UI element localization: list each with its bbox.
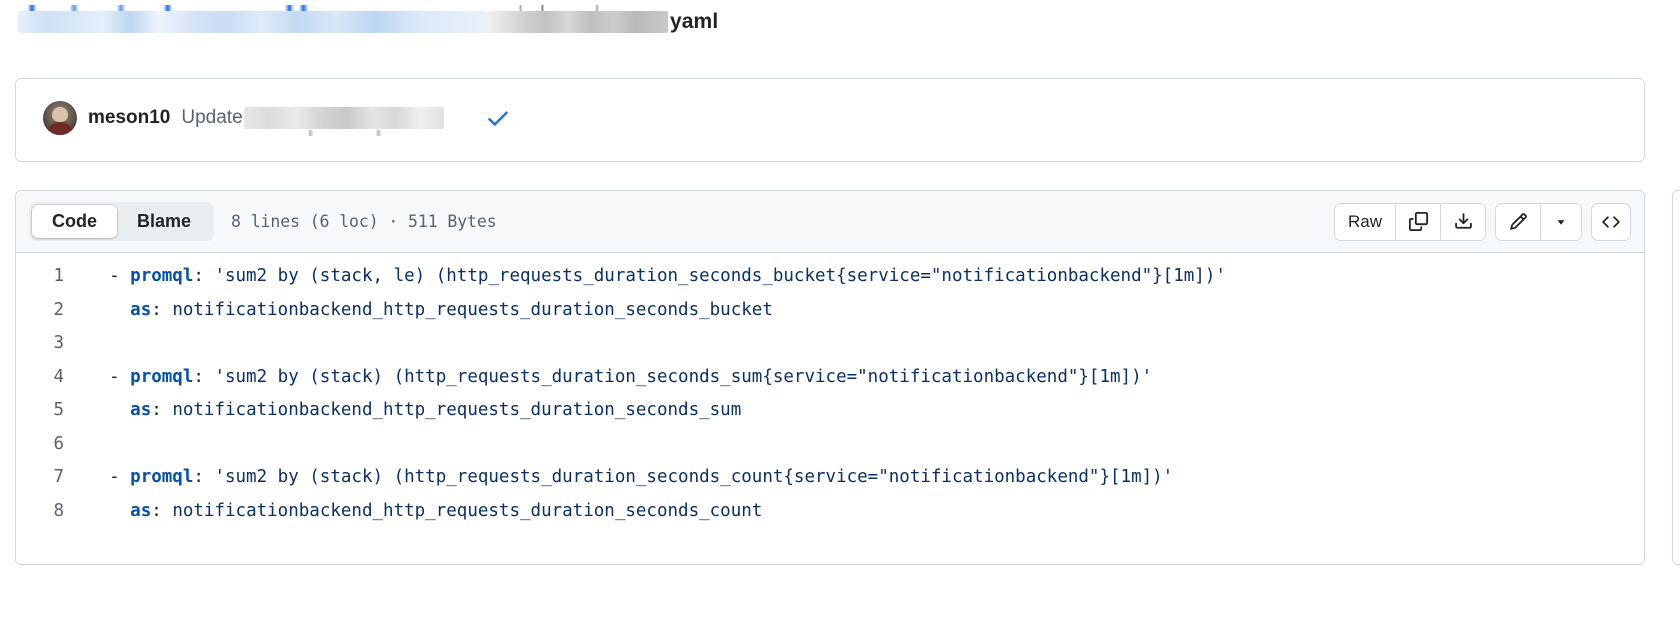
redacted-path-segment: [18, 5, 486, 33]
code-line: 4 - promql: 'sum2 by (stack) (http_reque…: [16, 361, 1644, 395]
file-actions: Raw: [1333, 202, 1631, 241]
token-punct: -: [88, 467, 131, 487]
latest-commit-bar: meson10 Update: [15, 78, 1645, 162]
pencil-icon[interactable]: [1496, 203, 1541, 240]
line-number[interactable]: 1: [53, 266, 64, 286]
token-punct: :: [193, 266, 215, 286]
line-content: as: notificationbackend_http_requests_du…: [88, 394, 741, 428]
token-punct: -: [88, 366, 131, 387]
file-extension-label: yaml: [670, 10, 719, 33]
line-number[interactable]: 8: [53, 500, 64, 521]
code-line: 8 as: notificationbackend_http_requests_…: [16, 495, 1644, 529]
file-meta-info: 8 lines (6 loc) · 511 Bytes: [231, 212, 497, 231]
token-key: promql: [130, 366, 194, 387]
token-str: 'sum2 by (stack) (http_requests_duration…: [214, 467, 1174, 487]
line-number[interactable]: 7: [53, 467, 64, 487]
commit-author-link[interactable]: meson10: [88, 107, 171, 128]
line-number[interactable]: 3: [53, 333, 64, 353]
token-punct: :: [151, 400, 173, 420]
token-key: as: [130, 500, 152, 521]
token-str: notificationbackend_http_requests_durati…: [172, 299, 773, 320]
raw-button[interactable]: Raw: [1334, 203, 1396, 240]
token-punct: :: [193, 467, 215, 487]
line-number[interactable]: 2: [53, 299, 64, 320]
code-blame-switcher: Code Blame: [29, 201, 215, 242]
line-content: - promql: 'sum2 by (stack, le) (http_req…: [88, 260, 1226, 294]
file-toolbar: Code Blame 8 lines (6 loc) · 511 Bytes R…: [16, 191, 1644, 253]
token-key: promql: [130, 266, 194, 286]
token-key: as: [130, 299, 152, 320]
code-line: 7 - promql: 'sum2 by (stack) (http_reque…: [16, 461, 1644, 495]
token-punct: -: [88, 266, 131, 286]
code-viewer[interactable]: 1 - promql: 'sum2 by (stack, le) (http_r…: [16, 253, 1644, 528]
code-line: 5 as: notificationbackend_http_requests_…: [16, 394, 1644, 428]
line-number[interactable]: 5: [53, 400, 64, 420]
redacted-file-segment: [486, 5, 668, 33]
token-key: as: [130, 400, 152, 420]
code-line: 3: [16, 327, 1644, 361]
line-content: [88, 428, 99, 462]
redacted-commit-message: [243, 107, 444, 136]
token-punct: [88, 300, 130, 320]
code-line: 6: [16, 428, 1644, 462]
side-panel: [1672, 190, 1680, 565]
check-icon[interactable]: [485, 105, 511, 131]
file-content-panel: Code Blame 8 lines (6 loc) · 511 Bytes R…: [15, 190, 1645, 565]
copy-icon[interactable]: [1396, 203, 1441, 240]
line-number[interactable]: 6: [53, 433, 64, 454]
token-punct: [88, 400, 130, 420]
file-path-heading: yaml: [18, 5, 719, 34]
edit-button-group: [1495, 202, 1582, 241]
chevron-down-icon[interactable]: [1541, 203, 1581, 240]
commit-message: Update: [181, 107, 444, 136]
token-str: 'sum2 by (stack) (http_requests_duration…: [214, 366, 1153, 387]
download-icon[interactable]: [1441, 203, 1485, 240]
token-str: notificationbackend_http_requests_durati…: [172, 500, 763, 521]
raw-copy-download-group: Raw: [1333, 202, 1486, 241]
code-brackets-icon[interactable]: [1591, 202, 1631, 241]
line-content: as: notificationbackend_http_requests_du…: [88, 294, 773, 328]
code-line: 1 - promql: 'sum2 by (stack, le) (http_r…: [16, 260, 1644, 294]
line-number[interactable]: 4: [53, 366, 64, 387]
code-line: 2 as: notificationbackend_http_requests_…: [16, 294, 1644, 328]
tab-blame[interactable]: Blame: [137, 210, 192, 231]
token-punct: [88, 501, 130, 521]
token-punct: :: [151, 299, 173, 320]
token-str: 'sum2 by (stack, le) (http_requests_dura…: [214, 266, 1226, 286]
avatar[interactable]: [43, 101, 77, 135]
line-content: [88, 327, 99, 361]
token-key: promql: [130, 467, 194, 487]
line-content: as: notificationbackend_http_requests_du…: [88, 495, 762, 529]
commit-message-text[interactable]: Update: [181, 107, 243, 128]
token-punct: :: [151, 500, 173, 521]
token-str: notificationbackend_http_requests_durati…: [172, 400, 742, 420]
tab-code[interactable]: Code: [32, 204, 117, 239]
line-content: - promql: 'sum2 by (stack) (http_request…: [88, 461, 1173, 495]
line-content: - promql: 'sum2 by (stack) (http_request…: [88, 361, 1152, 395]
token-punct: :: [193, 366, 215, 387]
